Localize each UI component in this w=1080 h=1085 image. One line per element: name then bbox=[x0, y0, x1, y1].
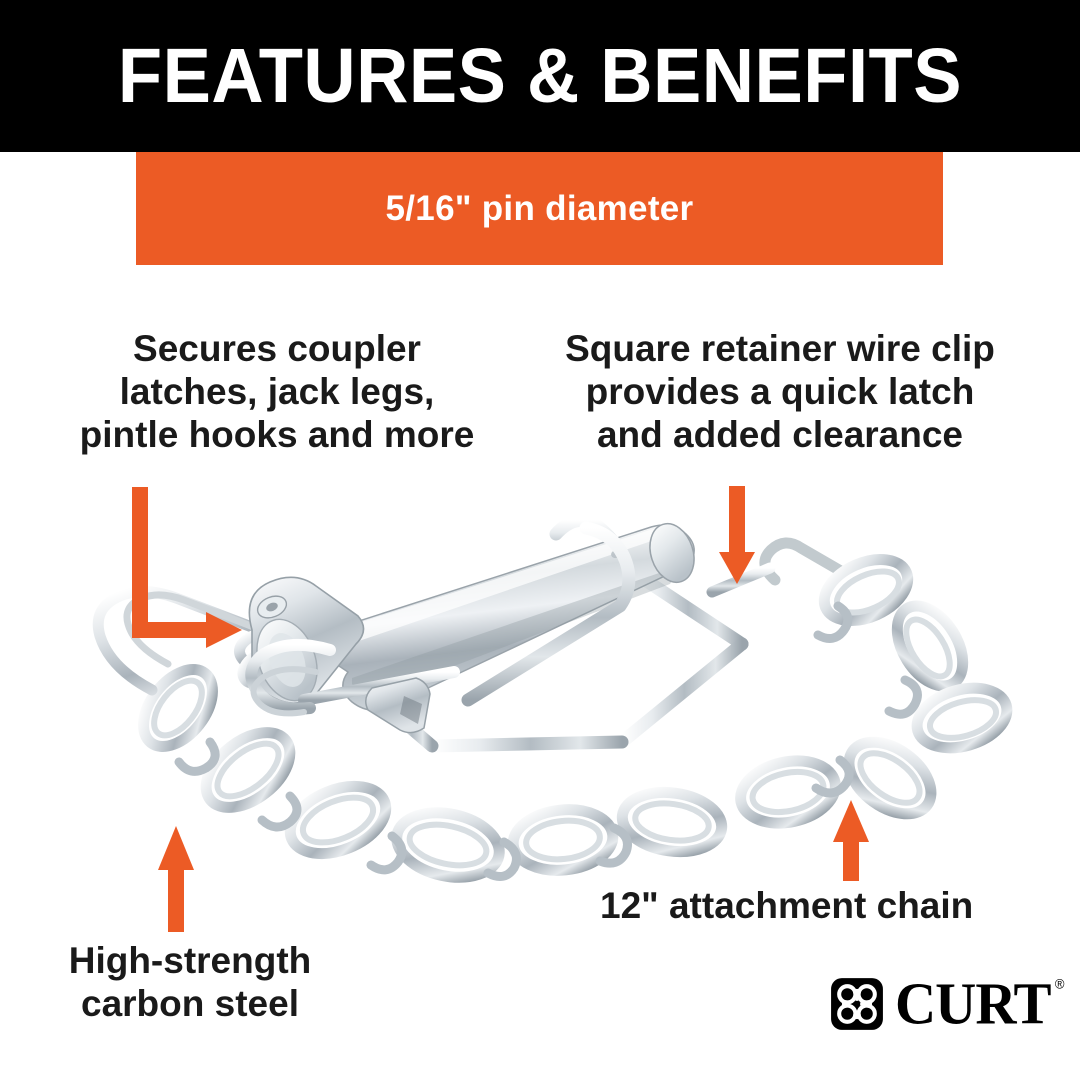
callout-attachment-chain: 12" attachment chain bbox=[600, 885, 974, 926]
clip-crimp-sleeve bbox=[365, 677, 431, 734]
arrow-secures-coupler bbox=[132, 487, 242, 648]
page-title: FEATURES & BENEFITS bbox=[117, 32, 963, 119]
curt-wordmark: CURT® bbox=[895, 974, 1064, 1033]
header-bar: FEATURES & BENEFITS bbox=[0, 0, 1080, 152]
clip-loop-left bbox=[245, 638, 336, 717]
arrow-attachment-chain bbox=[833, 800, 869, 881]
callout-square-retainer: Square retainer wire clip provides a qui… bbox=[565, 328, 995, 455]
square-retainer-clip bbox=[383, 513, 749, 753]
callout-high-strength: High-strength carbon steel bbox=[68, 940, 312, 1024]
arrow-square-retainer bbox=[719, 486, 755, 584]
curt-logo: CURT® bbox=[830, 973, 1064, 1035]
callout-secures-coupler: Secures coupler latches, jack legs, pint… bbox=[79, 328, 475, 455]
arrow-high-strength bbox=[158, 826, 194, 932]
attachment-chain-graphic bbox=[92, 537, 1013, 883]
registered-mark: ® bbox=[1054, 975, 1065, 991]
curt-clover-icon bbox=[831, 978, 883, 1030]
coupler-pin bbox=[248, 522, 695, 711]
clip-stub bbox=[706, 562, 776, 598]
subtitle-band: 5/16" pin diameter bbox=[136, 152, 943, 265]
pin-diameter-label: 5/16" pin diameter bbox=[385, 188, 694, 228]
square-retainer-clip-front bbox=[298, 521, 636, 707]
curt-wordmark-text: CURT bbox=[895, 971, 1052, 1037]
